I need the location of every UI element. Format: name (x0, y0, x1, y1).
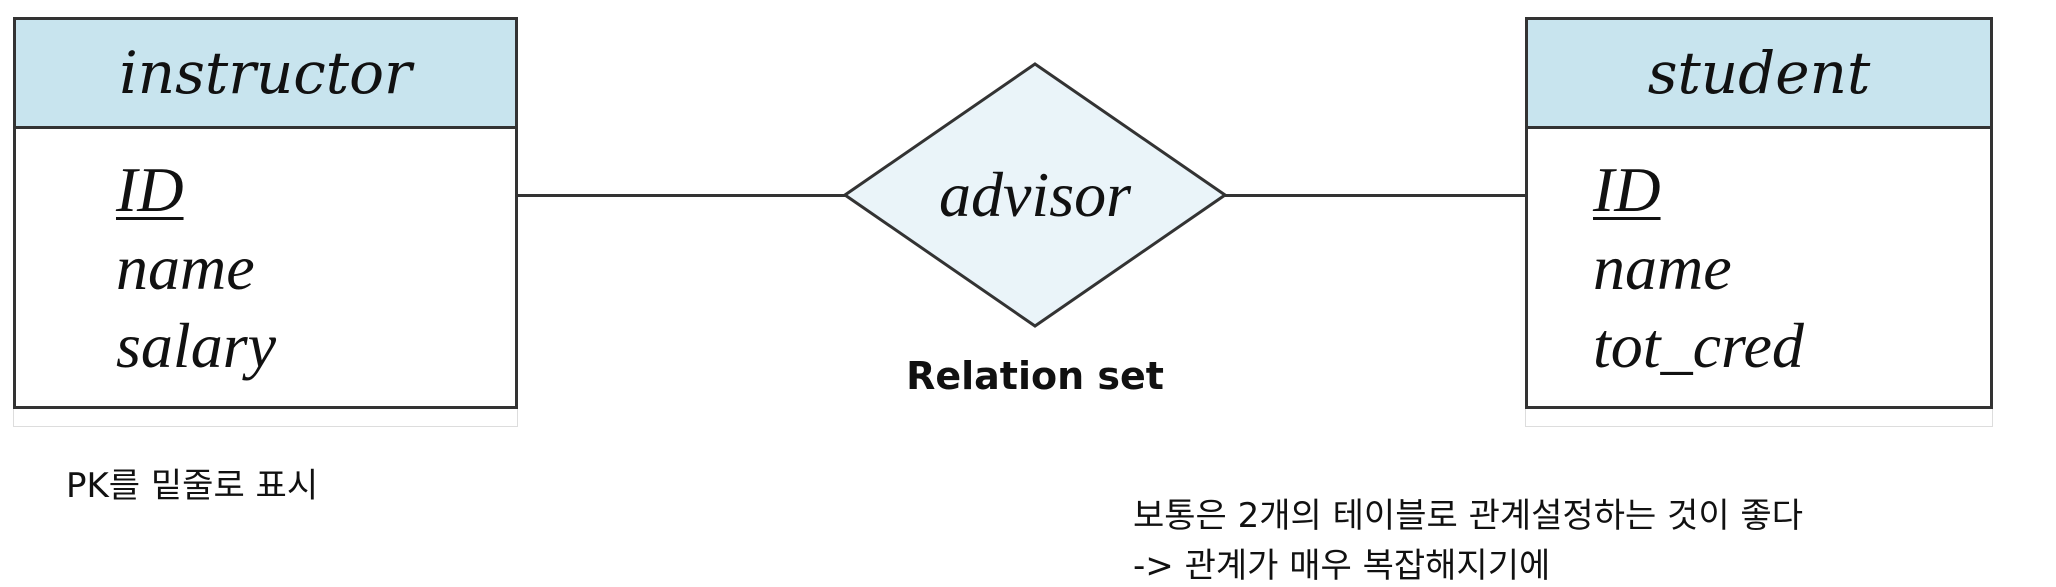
connector-line (1225, 194, 1527, 197)
attribute: tot_cred (1593, 310, 1804, 381)
connector-line (518, 194, 845, 197)
attribute-list: ID name tot_cred (1528, 129, 1990, 385)
attribute-primary-key: ID (1593, 154, 1661, 225)
attribute-primary-key: ID (116, 154, 184, 225)
box-shadow (13, 409, 518, 427)
pk-note: PK를 밑줄로 표시 (66, 466, 319, 506)
relationship-caption: Relation set (906, 354, 1164, 398)
note-line-2: -> 관계가 매우 복잡해지기에 (1133, 546, 1551, 586)
entity-title: instructor (16, 20, 515, 129)
box-shadow (1525, 409, 1993, 427)
attribute-list: ID name salary (16, 129, 515, 385)
entity-student: student ID name tot_cred (1525, 17, 1993, 409)
relationship-diamond (843, 62, 1227, 328)
entity-title: student (1528, 20, 1990, 129)
attribute: name (1593, 232, 1732, 303)
note-line-1: 보통은 2개의 테이블로 관계설정하는 것이 좋다 (1133, 496, 1803, 536)
attribute: salary (116, 310, 276, 381)
relationship-name: advisor (939, 159, 1131, 230)
attribute: name (116, 232, 255, 303)
entity-instructor: instructor ID name salary (13, 17, 518, 409)
